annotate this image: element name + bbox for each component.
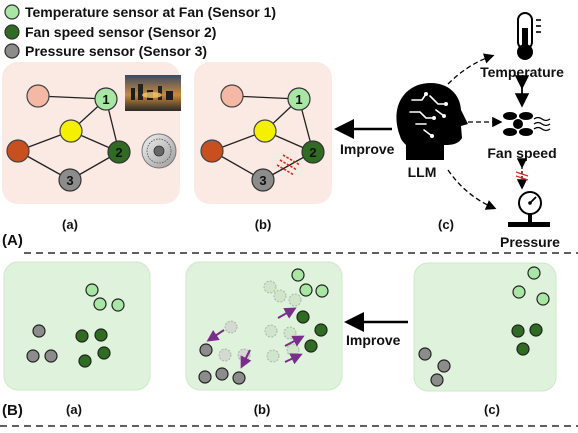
node-pink-b (220, 84, 244, 108)
llm-to-pressure-arrow (447, 169, 497, 210)
legend: Temperature sensor at Fan (Sensor 1) Fan… (4, 4, 276, 59)
legend-dot-sensor3 (4, 43, 20, 59)
section-b-tag: (B) (2, 402, 23, 419)
fan-icon (503, 112, 551, 136)
section-a-tag: (A) (2, 232, 23, 249)
improve-label-a: Improve (340, 141, 395, 157)
node-orange-b (200, 139, 224, 163)
legend-label-sensor1: Temperature sensor at Fan (Sensor 1) (25, 4, 276, 20)
llm-to-temperature-arrow (447, 53, 495, 85)
node-sensor3-a-label: 3 (66, 173, 73, 188)
thermometer-icon (517, 12, 541, 60)
node-sensor1-a-label: 1 (102, 92, 109, 107)
node-pink-a (26, 84, 50, 108)
node-sensor2-b-label: 2 (309, 145, 316, 160)
node-yellow-a (59, 119, 83, 143)
turbine-icon (141, 133, 177, 169)
node-sensor3-b (251, 168, 275, 192)
node-sensor1-a (94, 87, 118, 111)
caption-a-c: (c) (438, 217, 454, 232)
section-a: 1 2 3 (a) (2, 12, 564, 250)
node-sensor2-b (301, 140, 325, 164)
llm-label: LLM (408, 164, 437, 180)
caption-b-b: (b) (254, 402, 271, 417)
legend-dot-sensor1 (4, 4, 20, 20)
node-orange-a (6, 139, 30, 163)
node-sensor3-a (58, 168, 82, 192)
scatter-panel-a (3, 261, 151, 391)
caption-a-b: (b) (255, 217, 272, 232)
red-cut-marks (276, 154, 301, 176)
head-brain-icon (396, 82, 468, 160)
city-photo-icon (125, 75, 181, 111)
caption-b-a: (a) (66, 402, 82, 417)
pressure-label: Pressure (500, 234, 560, 250)
caption-b-c: (c) (484, 402, 500, 417)
node-sensor2-a (107, 140, 131, 164)
points-b (198, 268, 329, 385)
node-yellow-b (253, 119, 277, 143)
legend-label-sensor3: Pressure sensor (Sensor 3) (25, 43, 207, 59)
points-a (26, 283, 125, 368)
move-arrows-b (206, 307, 305, 369)
legend-label-sensor2: Fan speed sensor (Sensor 2) (25, 24, 216, 40)
section-b: (a) (2, 261, 557, 419)
caption-a-a: (a) (62, 217, 78, 232)
fan-pressure-link (515, 158, 529, 190)
improve-label-b: Improve (346, 332, 401, 348)
pressure-gauge-icon (508, 191, 550, 227)
legend-dot-sensor2 (4, 24, 20, 40)
node-sensor2-a-label: 2 (115, 145, 122, 160)
node-sensor1-b-label: 1 (295, 92, 302, 107)
temperature-label: Temperature (480, 64, 564, 80)
node-sensor3-b-label: 3 (259, 173, 266, 188)
fan-speed-label: Fan speed (487, 145, 556, 161)
points-c (418, 266, 550, 387)
node-sensor1-b (287, 87, 311, 111)
